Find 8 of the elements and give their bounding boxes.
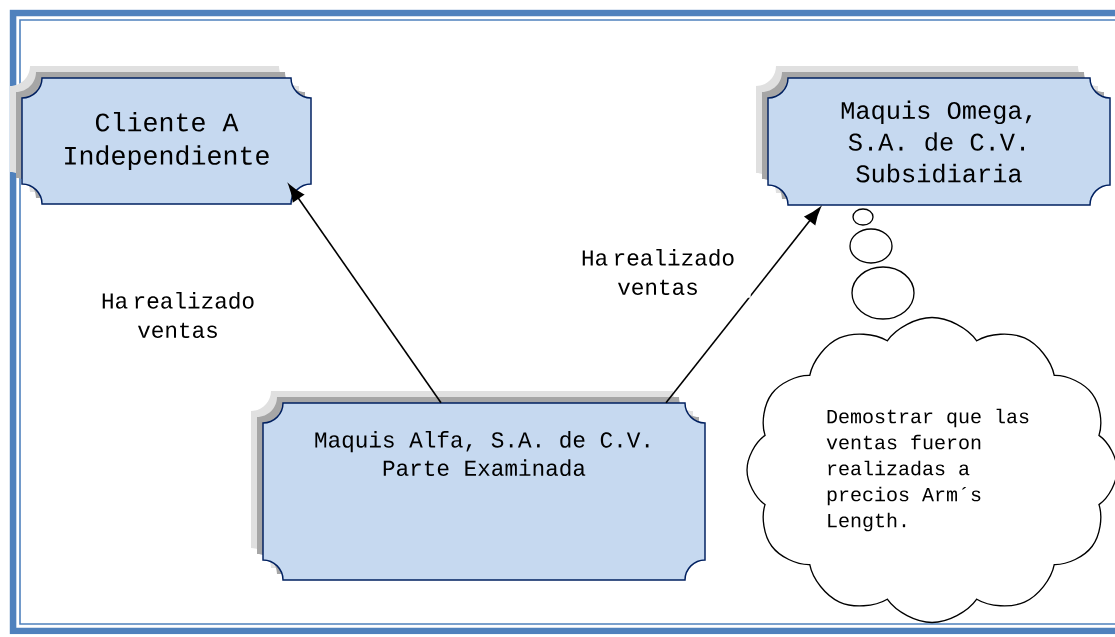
edge-label: Ha realizado ventas	[565, 246, 751, 298]
plaque-box: Cliente A Independiente	[10, 66, 312, 205]
arrow	[288, 184, 442, 404]
plaque-box: Maquis Alfa, S.A. de C.V. Parte Examinada	[251, 391, 706, 581]
plaque-box: Maquis Omega, S.A. de C.V. Subsidiaria	[756, 66, 1111, 206]
edge-label: Ha realizado ventas	[85, 289, 271, 341]
arrow	[665, 207, 821, 404]
thought-cloud: Demostrar que las ventas fueron realizadas a precios Arm´s Length.	[746, 316, 1115, 624]
